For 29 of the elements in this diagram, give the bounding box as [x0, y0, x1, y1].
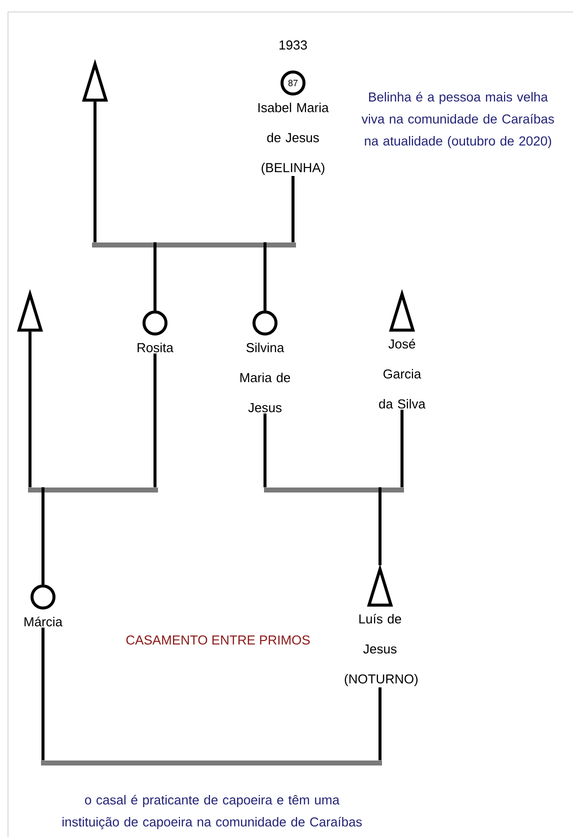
descent-line — [94, 102, 96, 242]
person-name: José Garcia da Silva — [379, 338, 426, 409]
female-circle — [30, 584, 56, 610]
female-circle — [252, 310, 278, 336]
person-name: Luís de Jesus (NOTURNO) — [344, 614, 418, 686]
descent-line — [28, 332, 32, 488]
descent-line — [264, 242, 266, 310]
descent-line — [42, 628, 44, 760]
descent-line — [400, 410, 404, 488]
descent-line — [264, 413, 266, 488]
female-circle — [142, 310, 168, 336]
name-year: 1933 — [280, 40, 307, 50]
person-name: Isabel Maria de Jesus (BELINHA) — [258, 102, 329, 175]
descent-line — [378, 487, 382, 566]
person-name: Márcia — [24, 616, 62, 626]
descent-line — [292, 176, 294, 242]
descent-line — [154, 242, 156, 310]
marriage-bar — [41, 760, 382, 766]
descent-line — [42, 487, 44, 584]
marriage-bar — [264, 488, 404, 492]
marriage-bar — [92, 242, 296, 248]
person-name: Rosita — [138, 342, 174, 352]
descent-line — [154, 353, 156, 488]
marriage-bar — [28, 488, 158, 492]
note-text: CASAMENTO ENTRE PRIMOS — [126, 635, 310, 645]
note-text: o casal é praticante de capoeira e têm uma instituição de capoeira na comunidade de Caraíbas — [62, 794, 362, 830]
descent-line — [378, 687, 382, 760]
person-name: Silvina Maria de Jesus — [240, 342, 290, 412]
note-text: Belinha é a pessoa mais velha viva na comunidade de Caraíbas na atualidade (outubro de 2020) — [362, 92, 554, 148]
